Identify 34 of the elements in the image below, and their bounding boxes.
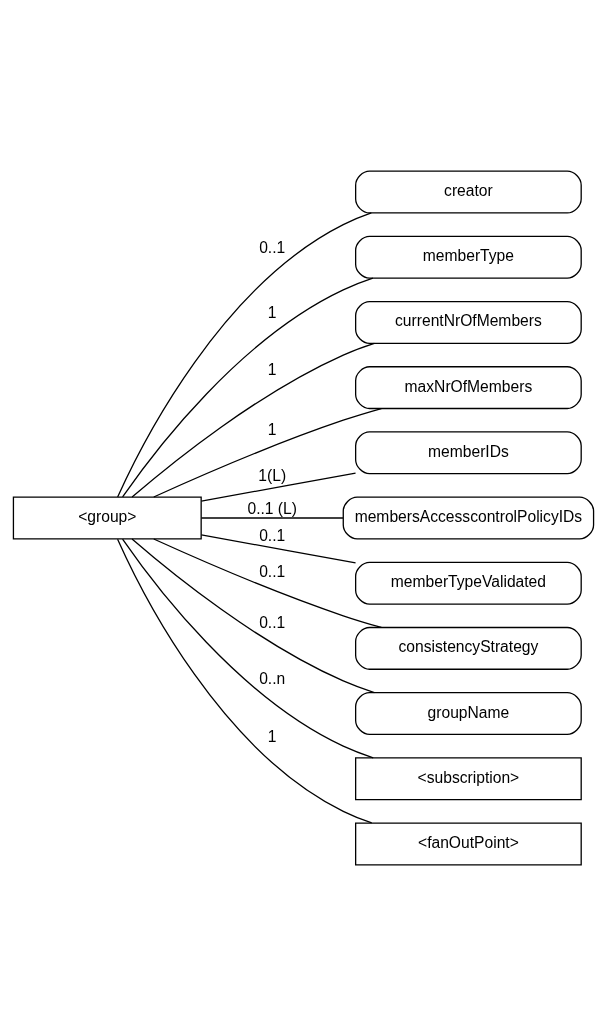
edge-label: 0..n [259,670,286,688]
node-box: membersAccesscontrolPolicyIDs [342,496,595,540]
node-box: creator [355,170,582,214]
node-box: <group> [12,496,202,540]
edge-label: 0..1 [259,238,286,256]
node-box: <fanOutPoint> [355,822,582,866]
connector [200,472,357,502]
node-box: groupName [355,692,582,736]
edge-label: 0..1 [259,614,286,632]
node-box: <subscription> [355,757,582,801]
connector [153,538,383,629]
node-box: memberType [355,235,582,279]
node-box: maxNrOfMembers [355,366,582,410]
connector [116,538,373,824]
connector [131,342,375,498]
connector [117,212,372,498]
node-box: memberTypeValidated [355,561,582,605]
edge-label: 1 [267,361,277,379]
edge-label: 0..1 [259,526,286,544]
edge-label: 0..1 (L) [247,499,297,517]
connector [131,538,375,694]
node-box: memberIDs [355,431,582,475]
edge-label: 1(L) [258,466,287,484]
edge-label: 1 [267,304,277,322]
node-box: currentNrOfMembers [355,300,582,344]
edge-label: 0..1 [259,563,286,581]
node-box: consistencyStrategy [355,626,582,670]
connector [200,534,357,564]
edge-label: 1 [267,421,277,439]
connector [200,517,344,519]
connector [153,407,383,498]
connector [121,538,374,759]
edge-label: 1 [267,727,277,745]
connector [121,277,374,498]
